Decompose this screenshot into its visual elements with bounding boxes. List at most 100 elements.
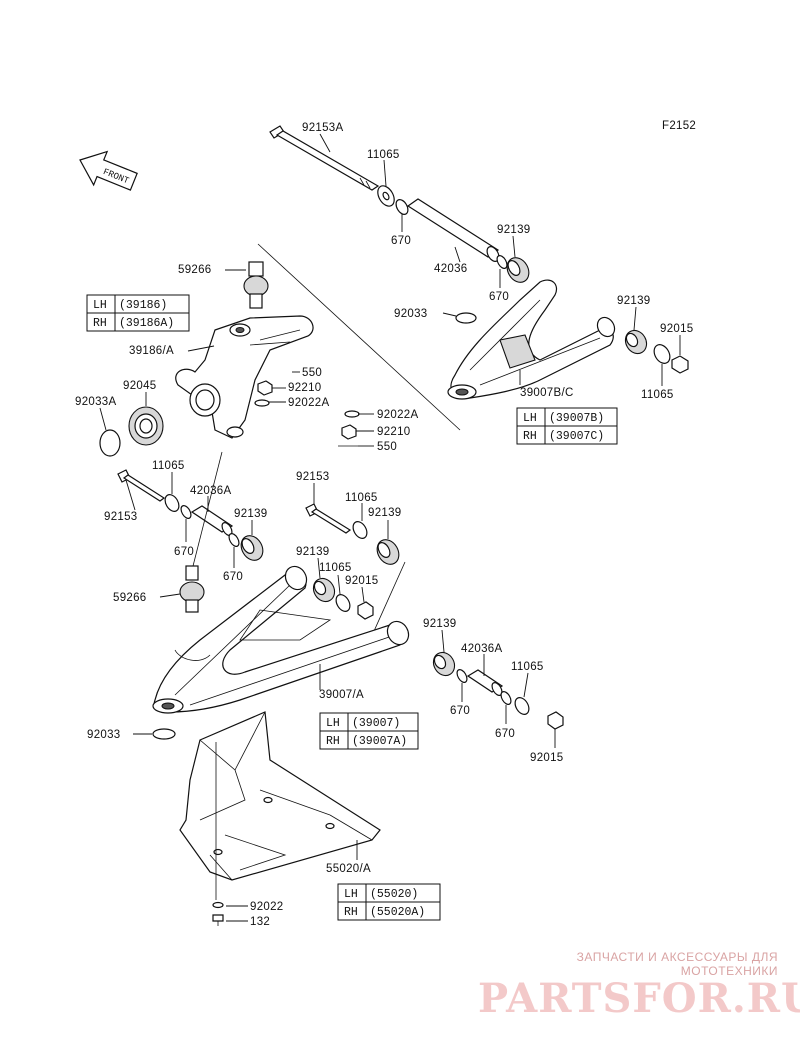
label-11065-mid: 11065 xyxy=(152,460,185,472)
label-670-mid1: 670 xyxy=(174,546,194,558)
washer-92022a-bottom xyxy=(344,410,360,418)
label-92015-center: 92015 xyxy=(345,575,378,587)
washer-92022a-top xyxy=(254,399,270,407)
table-knuckle-side-2: RH xyxy=(93,317,107,330)
diagram-code: F2152 xyxy=(662,120,696,132)
table-guard-side-1: LH xyxy=(344,888,358,901)
nut-92210-top xyxy=(257,380,273,396)
table-upper-side-2: RH xyxy=(523,430,537,443)
watermark-tagline: ЗАПЧАСТИ И АКСЕССУАРЫ ДЛЯ МОТОТЕХНИКИ xyxy=(576,950,778,978)
table-upper-arm: LH (39007B) RH (39007C) xyxy=(516,407,618,445)
ball-joint-59266-bottom xyxy=(179,565,205,613)
table-knuckle-part-1: (39186) xyxy=(119,299,167,312)
bushing-92139-right xyxy=(624,329,648,355)
cotter-pin-550-top xyxy=(249,341,291,346)
nut-92015-top xyxy=(671,355,689,374)
seal-670-mid2 xyxy=(228,533,240,547)
bolt-92153a xyxy=(269,125,380,191)
part-labels: 92153A 11065 670 42036 92139 670 92139 9… xyxy=(75,122,693,928)
table-lower-part-2: (39007A) xyxy=(352,735,407,748)
nut-92015-bottom xyxy=(547,711,564,730)
label-92033-bottom: 92033 xyxy=(87,729,120,741)
label-42036a-right: 42036A xyxy=(461,643,502,655)
washer-11065-right2 xyxy=(514,697,530,715)
collar-42036 xyxy=(406,198,500,262)
seal-670-top xyxy=(395,199,409,215)
table-lower-arm: LH (39007) RH (39007A) xyxy=(319,712,419,750)
bushing-92139-center2 xyxy=(312,577,336,603)
bushing-92139-right2 xyxy=(432,651,456,677)
label-11065-top: 11065 xyxy=(367,149,400,161)
collar-42036a-right xyxy=(466,669,504,696)
leader-lines xyxy=(99,133,681,922)
label-11065-center: 11065 xyxy=(345,492,378,504)
table-guard-part-2: (55020A) xyxy=(370,906,425,919)
washer-11065-mid xyxy=(164,494,180,512)
table-upper-part-2: (39007C) xyxy=(549,430,604,443)
washer-11065-center xyxy=(352,521,368,539)
table-knuckle: LH (39186) RH (39186A) xyxy=(86,294,190,332)
label-92153-center: 92153 xyxy=(296,471,329,483)
table-guard: LH (55020) RH (55020A) xyxy=(337,883,441,921)
front-arrow-icon: FRONT xyxy=(79,150,138,191)
watermark-logo: PARTSFOR.RU xyxy=(478,975,800,1022)
label-92210-bottom: 92210 xyxy=(377,426,410,438)
washer-92022 xyxy=(212,901,224,909)
label-670-right1: 670 xyxy=(450,705,470,717)
seal-670-mid1 xyxy=(180,505,192,519)
knuckle-39186 xyxy=(175,315,314,439)
seal-670-right1 xyxy=(456,669,468,683)
seal-670-right2 xyxy=(500,691,512,705)
lower-a-arm-39007 xyxy=(152,565,410,714)
label-39007a: 39007/A xyxy=(319,689,364,701)
snap-ring-92033-top xyxy=(455,312,477,324)
label-39007bc: 39007B/C xyxy=(520,387,574,399)
label-42036: 42036 xyxy=(434,263,467,275)
table-lower-part-1: (39007) xyxy=(352,717,400,730)
label-670-right2: 670 xyxy=(495,728,515,740)
table-guard-side-2: RH xyxy=(344,906,358,919)
label-92015-top: 92015 xyxy=(660,323,693,335)
washer-11065-center2 xyxy=(335,594,351,612)
nut-92210-bottom xyxy=(341,424,357,440)
label-550-bottom: 550 xyxy=(377,441,397,453)
label-92139-center2: 92139 xyxy=(296,546,329,558)
label-92153-left: 92153 xyxy=(104,511,137,523)
label-92022a-bottom: 92022A xyxy=(377,409,418,421)
label-39186a: 39186/A xyxy=(129,345,174,357)
washer-11065-right xyxy=(653,344,671,364)
label-11065-right: 11065 xyxy=(641,389,674,401)
snap-ring-92033-bottom xyxy=(152,728,176,740)
label-550-top: 550 xyxy=(302,367,322,379)
label-670-b: 670 xyxy=(489,291,509,303)
label-92022: 92022 xyxy=(250,901,283,913)
label-92033-top: 92033 xyxy=(394,308,427,320)
table-knuckle-side-1: LH xyxy=(93,299,107,312)
watermark: ЗАПЧАСТИ И АКСЕССУАРЫ ДЛЯ МОТОТЕХНИКИ PA… xyxy=(478,950,800,1022)
label-59266-bottom: 59266 xyxy=(113,592,146,604)
label-670-top: 670 xyxy=(391,235,411,247)
label-92033a: 92033A xyxy=(75,396,116,408)
bushing-92139-center xyxy=(376,539,400,565)
table-guard-part-1: (55020) xyxy=(370,888,418,901)
bushing-92139-top xyxy=(506,257,530,283)
seal-670-b xyxy=(496,255,508,269)
label-132: 132 xyxy=(250,916,270,928)
label-55020a: 55020/A xyxy=(326,863,371,875)
label-92139-right: 92139 xyxy=(617,295,650,307)
label-92139-top: 92139 xyxy=(497,224,530,236)
label-92210-top: 92210 xyxy=(288,382,321,394)
label-11065-center2: 11065 xyxy=(319,562,352,574)
bearing-92045 xyxy=(128,406,164,446)
label-92015-bottom: 92015 xyxy=(530,752,563,764)
table-knuckle-part-2: (39186A) xyxy=(119,317,174,330)
ball-joint-59266-top xyxy=(243,261,269,309)
label-92045: 92045 xyxy=(123,380,156,392)
label-92139-right2: 92139 xyxy=(423,618,456,630)
label-92153a: 92153A xyxy=(302,122,343,134)
label-42036a-left: 42036A xyxy=(190,485,231,497)
bolt-132 xyxy=(212,914,224,926)
table-lower-side-1: LH xyxy=(326,717,340,730)
